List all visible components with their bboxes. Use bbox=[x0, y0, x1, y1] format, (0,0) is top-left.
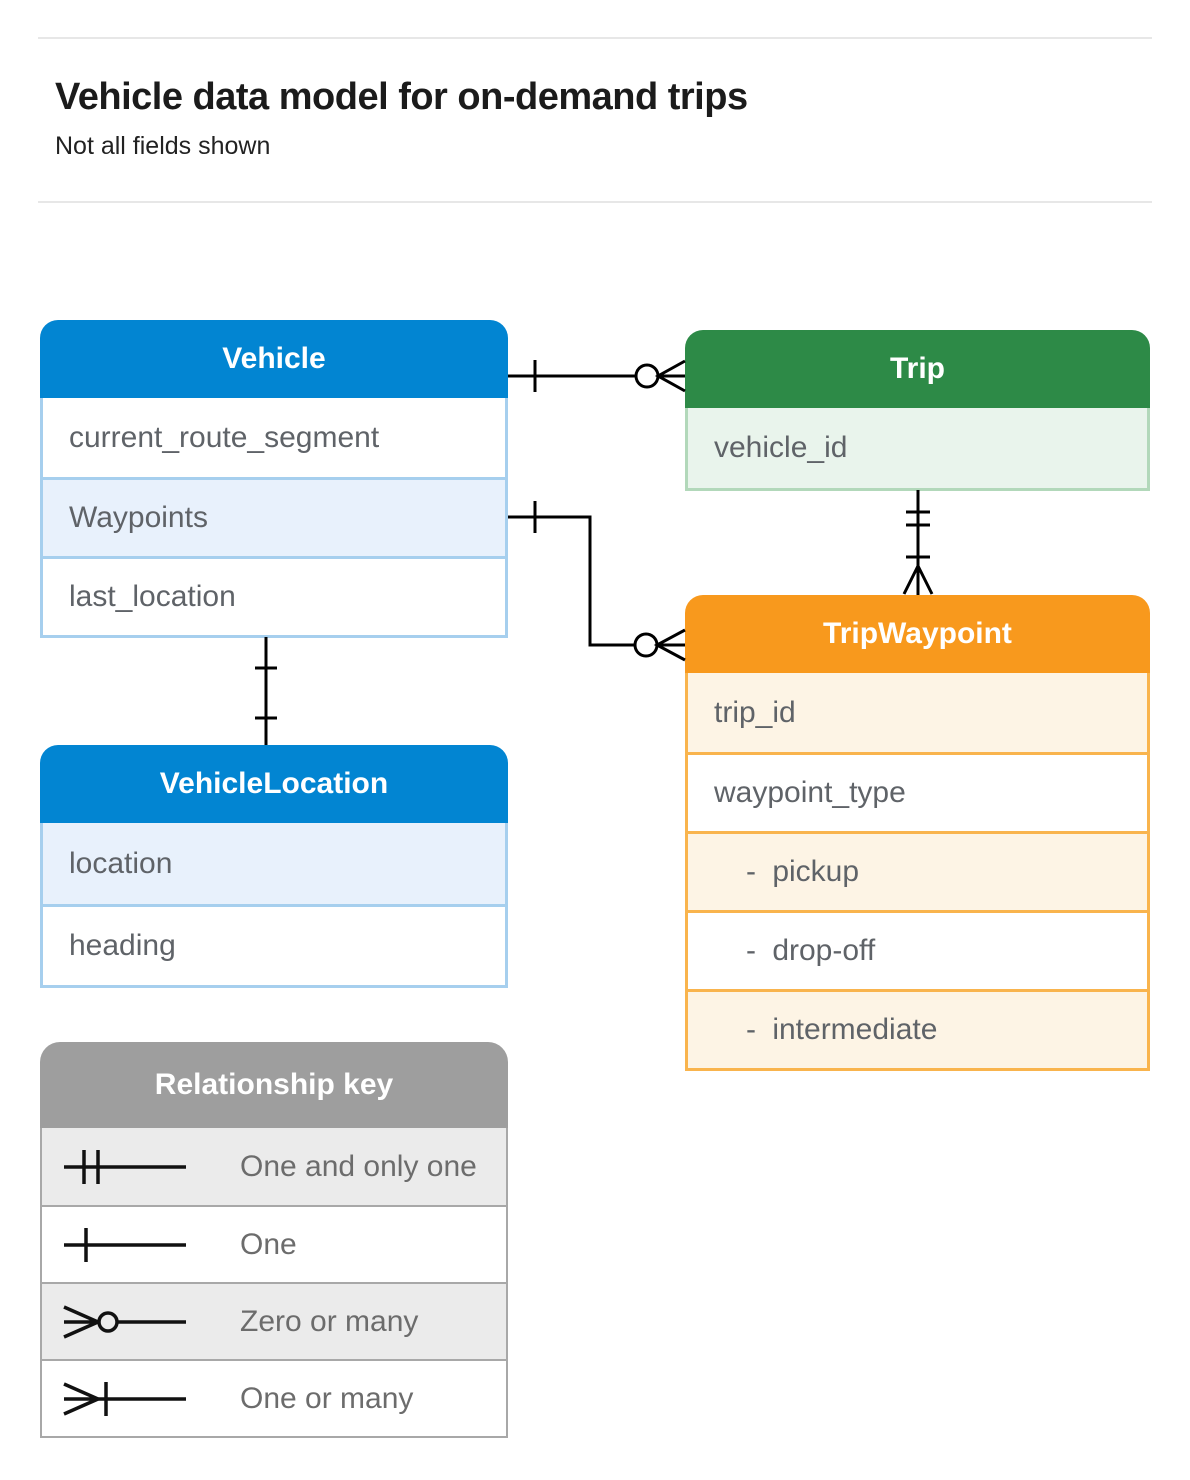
entity-vehicle-title: Vehicle bbox=[222, 342, 326, 375]
legend-item-one-or-many: One or many bbox=[42, 1359, 506, 1436]
legend-item-label: One and only one bbox=[240, 1149, 477, 1183]
entity-trip-title: Trip bbox=[889, 352, 945, 385]
one-and-only-one-symbol-icon bbox=[42, 1139, 226, 1195]
entity-trip-header: Trip bbox=[685, 330, 1150, 408]
entity-trip-body: vehicle_id bbox=[685, 408, 1150, 491]
field-label: - drop-off bbox=[746, 934, 876, 967]
field-pickup: - pickup bbox=[688, 831, 1147, 910]
entity-trip-waypoint-header: TripWaypoint bbox=[685, 595, 1150, 673]
field-label: trip_id bbox=[714, 695, 796, 729]
field-waypoints: Waypoints bbox=[43, 477, 505, 556]
relationship-key: Relationship key One and only one bbox=[40, 1042, 508, 1438]
page-title: Vehicle data model for on-demand trips bbox=[55, 76, 748, 118]
header-divider bbox=[38, 201, 1152, 203]
field-label: waypoint_type bbox=[714, 776, 906, 809]
connector-vehicle-trip bbox=[508, 359, 686, 393]
legend-item-one-and-only-one: One and only one bbox=[42, 1128, 506, 1205]
field-intermediate: - intermediate bbox=[688, 989, 1147, 1068]
legend-item-zero-or-many: Zero or many bbox=[42, 1282, 506, 1359]
top-divider bbox=[38, 37, 1152, 39]
field-waypoint-type: waypoint_type bbox=[688, 752, 1147, 831]
field-last-location: last_location bbox=[43, 556, 505, 635]
field-label: vehicle_id bbox=[714, 431, 848, 464]
entity-trip-waypoint-body: trip_id waypoint_type - pickup - drop-of… bbox=[685, 673, 1150, 1071]
field-trip-id: trip_id bbox=[688, 673, 1147, 752]
field-current-route-segment: current_route_segment bbox=[43, 398, 505, 477]
entity-vehicle-location: VehicleLocation location heading bbox=[40, 745, 508, 988]
zero-or-many-symbol-icon bbox=[42, 1294, 226, 1350]
field-label: location bbox=[69, 846, 173, 880]
relationship-key-title: Relationship key bbox=[154, 1068, 394, 1101]
connector-vehicle-vehiclelocation bbox=[255, 637, 277, 745]
field-heading: heading bbox=[43, 904, 505, 985]
field-label: last_location bbox=[69, 580, 236, 613]
relationship-key-header: Relationship key bbox=[40, 1042, 508, 1128]
legend-item-label: Zero or many bbox=[240, 1304, 419, 1338]
entity-vehicle-location-header: VehicleLocation bbox=[40, 745, 508, 823]
entity-vehicle-body: current_route_segment Waypoints last_loc… bbox=[40, 398, 508, 638]
one-or-many-symbol-icon bbox=[42, 1371, 226, 1427]
field-label: heading bbox=[69, 929, 176, 962]
entity-vehicle: Vehicle current_route_segment Waypoints … bbox=[40, 320, 508, 638]
entity-trip-waypoint: TripWaypoint trip_id waypoint_type - pic… bbox=[685, 595, 1150, 1071]
connector-waypoints-tripwaypoint bbox=[508, 501, 686, 662]
entity-vehicle-location-title: VehicleLocation bbox=[159, 767, 389, 800]
legend-item-one: One bbox=[42, 1205, 506, 1282]
field-label: - intermediate bbox=[746, 1013, 938, 1046]
field-label: current_route_segment bbox=[69, 420, 380, 454]
field-location: location bbox=[43, 823, 505, 904]
field-vehicle-id: vehicle_id bbox=[688, 408, 1147, 488]
legend-item-label: One bbox=[240, 1227, 297, 1261]
page-subtitle: Not all fields shown bbox=[55, 132, 271, 160]
entity-vehicle-header: Vehicle bbox=[40, 320, 508, 398]
entity-trip: Trip vehicle_id bbox=[685, 330, 1150, 491]
field-drop-off: - drop-off bbox=[688, 910, 1147, 989]
entity-trip-waypoint-title: TripWaypoint bbox=[823, 617, 1012, 650]
one-symbol-icon bbox=[42, 1217, 226, 1273]
legend-item-label: One or many bbox=[240, 1381, 414, 1415]
entity-vehicle-location-body: location heading bbox=[40, 823, 508, 988]
field-label: - pickup bbox=[746, 855, 860, 888]
field-label: Waypoints bbox=[69, 501, 208, 534]
relationship-key-body: One and only one One bbox=[40, 1128, 508, 1438]
connector-trip-tripwaypoint bbox=[902, 490, 934, 595]
